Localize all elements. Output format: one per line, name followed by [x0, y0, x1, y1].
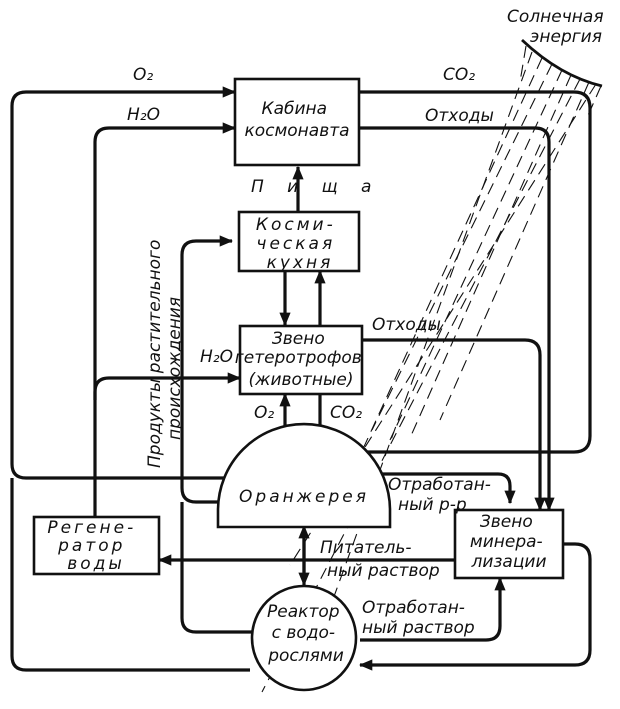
nutrient-solution-label: Питатель- ный раствор [320, 538, 440, 581]
mineralization-box [453, 508, 565, 580]
reactor-label: Реактор с водо- рослями [267, 602, 345, 666]
o2-top-label: O₂ [133, 65, 153, 85]
food-label: П и щ а [251, 177, 380, 197]
regenerator-box [32, 515, 161, 576]
h2o-mid-label: H₂O [200, 347, 233, 367]
spent-solution-2-label: Отработан- ный раствор [362, 598, 475, 638]
spent-solution-1-label: Отработан- ный р-р [388, 475, 496, 515]
flow-lines [10, 86, 592, 672]
cabin-box [233, 77, 361, 167]
plant-products-label: Продукты растительного происхождения [145, 234, 185, 468]
o2-mid-label: O₂ [254, 403, 274, 423]
waste-mid-label: Отходы [372, 315, 441, 335]
cabin-label: Кабина космонавта [244, 99, 349, 141]
sun-arc [521, 38, 603, 88]
sun-label: Солнечная энергия [507, 7, 609, 47]
greenhouse-label: Оранжерея [239, 487, 369, 507]
kitchen-label: Косми- ческая кухня [256, 215, 344, 273]
regenerator-label: Регене- ратор воды [47, 518, 144, 574]
h2o-top-label: H₂O [127, 105, 160, 125]
co2-mid-label: CO₂ [330, 403, 362, 423]
heterotrophs-label: Звено гетеротрофов (животные) [235, 329, 367, 390]
kitchen-box [237, 210, 361, 273]
mineralization-label: Звено минера- лизации [470, 512, 548, 572]
reactor-circle [250, 584, 358, 692]
heterotrophs-box [238, 324, 364, 396]
greenhouse-dome [216, 422, 392, 529]
co2-top-label: CO₂ [443, 65, 475, 85]
waste-top-label: Отходы [425, 106, 494, 126]
